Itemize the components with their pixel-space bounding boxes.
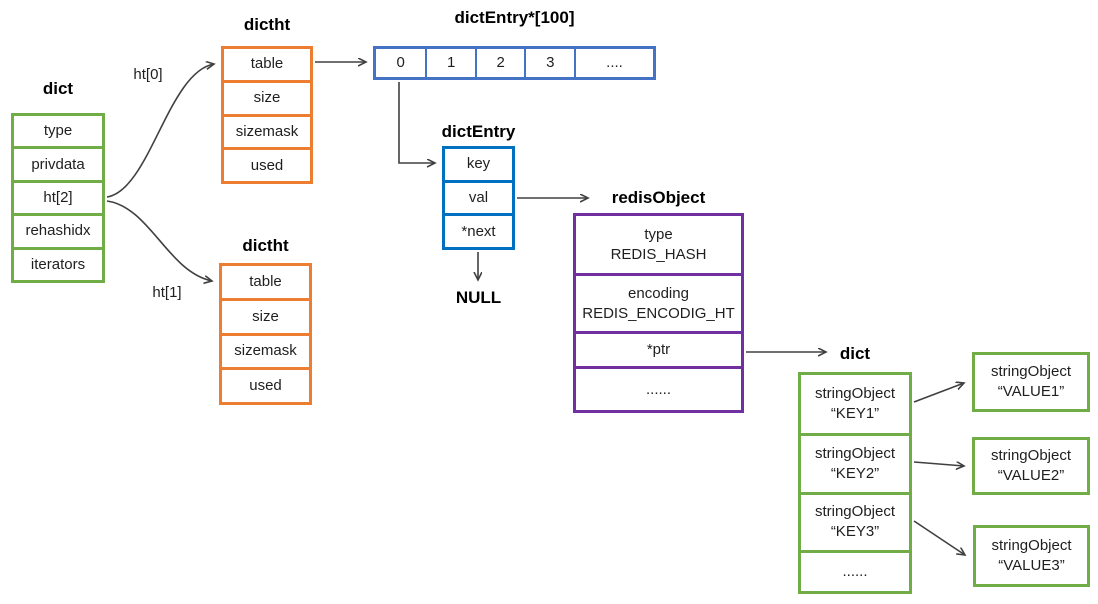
redisobject-type-label: type	[644, 225, 673, 243]
dictht-bottom-box: table size sizemask used	[219, 263, 312, 405]
dictht-top-field-sizemask: sizemask	[224, 113, 310, 148]
key2-value: “KEY2”	[830, 464, 880, 482]
dict-field-privdata: privdata	[14, 146, 102, 179]
redisobject-field-more: ......	[576, 366, 741, 410]
value1-type: stringObject	[990, 363, 1072, 380]
dict-struct-box: type privdata ht[2] rehashidx iterators	[11, 113, 105, 283]
key-dict-box: stringObject “KEY1” stringObject “KEY2” …	[798, 372, 912, 594]
dictht-top-title: dictht	[243, 15, 291, 34]
key2-to-value2-arrow	[913, 461, 964, 466]
ht0-curve-arrow	[106, 64, 214, 198]
ht1-edge-label: ht[1]	[152, 284, 182, 301]
dictentry-title: dictEntry	[441, 122, 516, 141]
bucket-array-title: dictEntry*[100]	[454, 8, 575, 27]
key3-cell: stringObject “KEY3”	[801, 491, 909, 550]
dictentry-box: key val *next	[442, 146, 515, 250]
value3-cell: stringObject “VALUE3”	[976, 528, 1087, 584]
dict-field-type: type	[43, 122, 73, 140]
redisobject-field-type: type REDIS_HASH	[576, 216, 741, 273]
bucket-cell-more: ....	[574, 49, 653, 77]
value2-cell: stringObject “VALUE2”	[975, 440, 1087, 492]
dictht-bottom-field-sizemask: sizemask	[222, 332, 309, 368]
dictht-top-field-size: size	[224, 79, 310, 114]
ht0-edge-label: ht[0]	[133, 66, 163, 83]
key1-value: “KEY1”	[830, 404, 880, 422]
key2-cell: stringObject “KEY2”	[801, 432, 909, 492]
bucket-array-box: 0 1 2 3 ....	[373, 46, 656, 80]
key-dict-title: dict	[839, 344, 871, 363]
ht1-curve-arrow	[106, 200, 212, 281]
value1-box: stringObject “VALUE1”	[972, 352, 1090, 412]
dict-field-ht2: ht[2]	[14, 179, 102, 213]
dictentry-field-key: key	[466, 155, 491, 173]
redisobject-encoding-value: REDIS_ENCODIG_HT	[582, 304, 735, 322]
dict-box-title: dict	[42, 79, 74, 98]
redisobject-box: type REDIS_HASH encoding REDIS_ENCODIG_H…	[573, 213, 744, 413]
dict-field-rehashidx: rehashidx	[14, 213, 102, 246]
key3-to-value3-arrow	[913, 520, 965, 555]
key1-cell: stringObject “KEY1”	[801, 375, 909, 433]
value2-type: stringObject	[990, 447, 1072, 464]
value1-cell: stringObject “VALUE1”	[975, 355, 1087, 409]
key-more-cell: ......	[801, 549, 909, 591]
redisobject-title: redisObject	[611, 188, 706, 207]
dictht-top-box: table size sizemask used	[221, 46, 313, 184]
bucket-cell-3: 3	[524, 49, 574, 77]
dictht-bottom-title: dictht	[242, 236, 289, 255]
key1-type: stringObject	[814, 384, 896, 402]
bucket-cell-1: 1	[425, 49, 475, 77]
redisobject-field-ptr: *ptr	[576, 330, 741, 366]
dict-field-iterators: iterators	[14, 246, 102, 280]
value3-value: “VALUE3”	[998, 557, 1065, 574]
dictht-top-field-table: table	[250, 55, 284, 73]
value2-box: stringObject “VALUE2”	[972, 437, 1090, 495]
dictht-bottom-field-used: used	[222, 367, 309, 402]
key1-to-value1-arrow	[913, 383, 964, 403]
key3-type: stringObject	[814, 503, 896, 521]
dictht-bottom-field-size: size	[222, 297, 309, 333]
value3-box: stringObject “VALUE3”	[973, 525, 1090, 587]
bucket0-to-dictentry-arrow	[398, 82, 435, 163]
value2-value: “VALUE2”	[997, 467, 1065, 484]
bucket-cell-2: 2	[474, 49, 525, 77]
dictentry-field-next: *next	[445, 213, 512, 247]
dictht-top-field-used: used	[224, 147, 310, 181]
dictentry-field-val: val	[445, 179, 512, 214]
dictht-bottom-field-table: table	[249, 272, 282, 290]
key3-value: “KEY3”	[830, 523, 880, 541]
null-label: NULL	[455, 288, 502, 307]
redisobject-encoding-label: encoding	[628, 284, 689, 302]
value3-type: stringObject	[991, 537, 1072, 554]
key2-type: stringObject	[814, 444, 896, 462]
bucket-cell-0: 0	[396, 54, 405, 71]
redisobject-type-value: REDIS_HASH	[610, 245, 707, 263]
redisobject-field-encoding: encoding REDIS_ENCODIG_HT	[576, 273, 741, 331]
value1-value: “VALUE1”	[997, 383, 1065, 400]
